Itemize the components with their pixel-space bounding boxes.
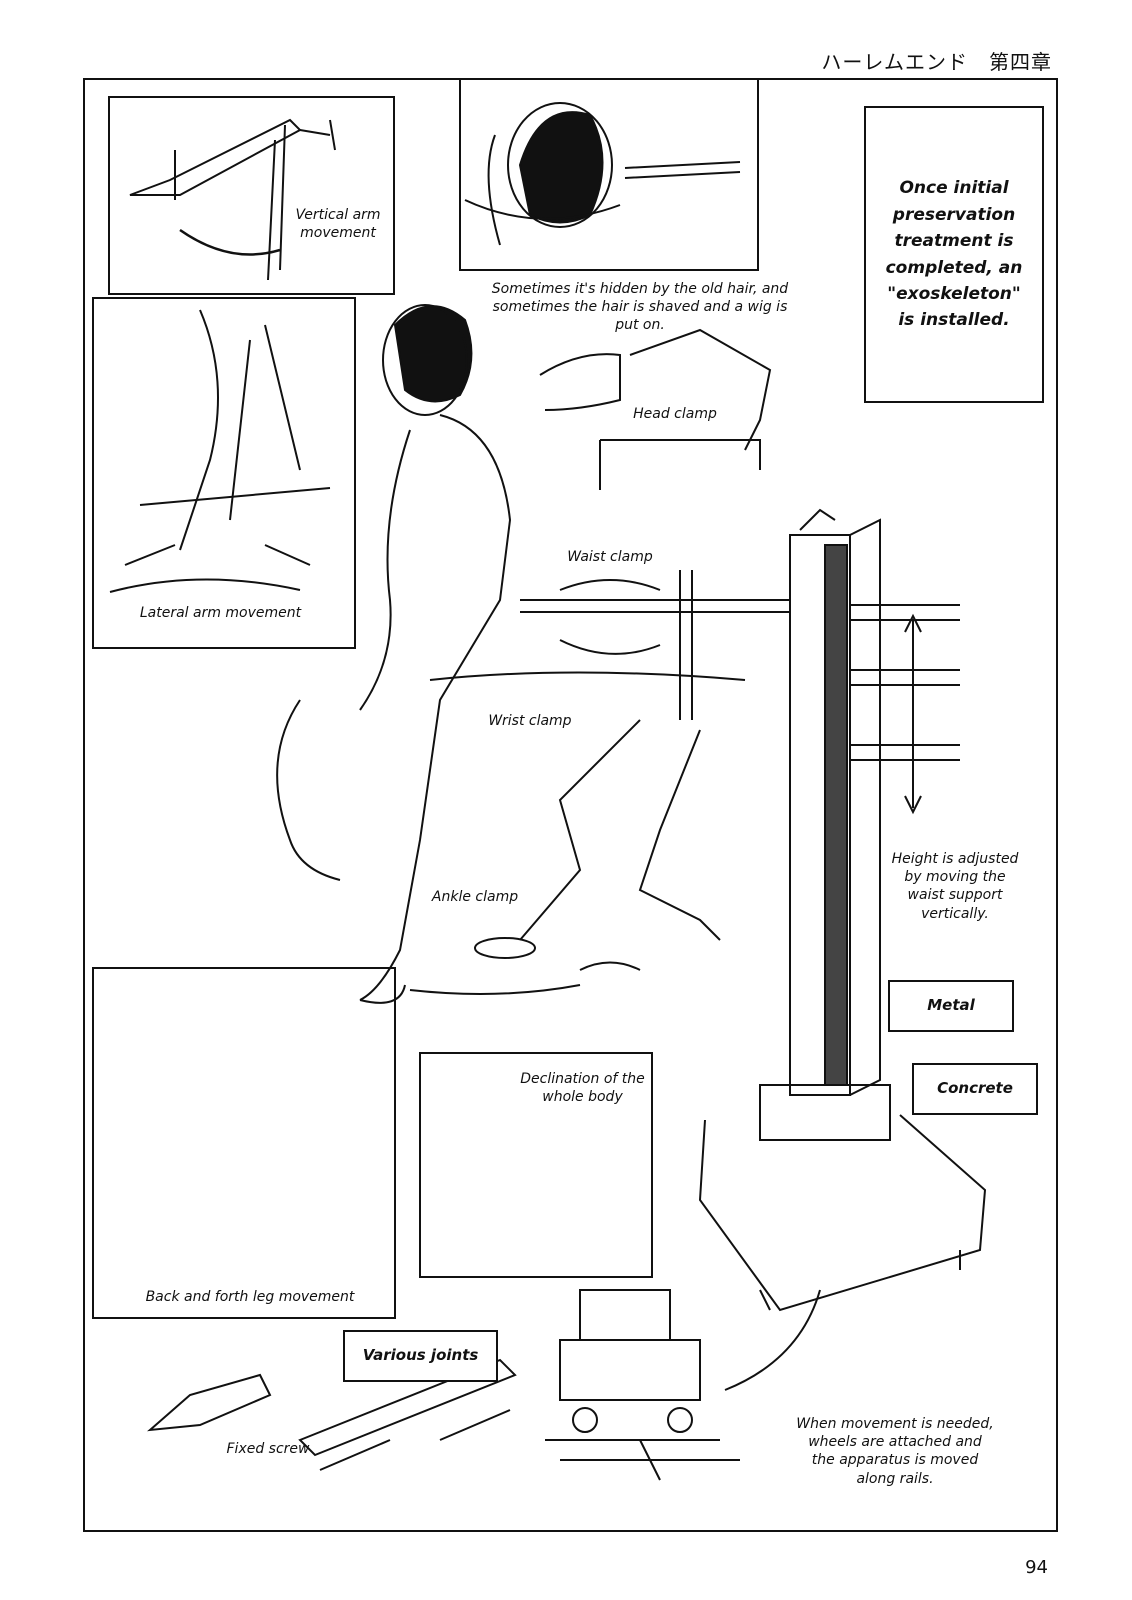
wheels-note-label: When movement is needed, wheels are atta… — [796, 1416, 994, 1487]
panel-leg — [92, 967, 396, 1319]
ankle-clamp-label: Ankle clamp — [431, 889, 519, 905]
running-header: ハーレムエンド 第四章 — [821, 50, 1052, 74]
callout-box: Once initial preservation treatment is c… — [864, 106, 1044, 403]
metal-box: Metal — [888, 980, 1014, 1032]
height-note-label: Height is adjusted by moving the waist s… — [891, 851, 1019, 922]
hair-note-label: Sometimes it's hidden by the old hair, a… — [491, 281, 789, 334]
panel-vertical-arm — [108, 96, 395, 295]
callout-text: Once initial preservation treatment is c… — [885, 178, 1023, 331]
waist-clamp-label: Waist clamp — [567, 549, 653, 565]
head-clamp-label: Head clamp — [633, 406, 717, 422]
page-number: 94 — [1025, 1557, 1048, 1578]
panel-head — [459, 78, 759, 271]
vertical-arm-label: Vertical arm movement — [295, 207, 381, 242]
metal-label: Metal — [927, 996, 975, 1015]
fixed-screw-label: Fixed screw — [226, 1441, 310, 1457]
leg-movement-label: Back and forth leg movement — [145, 1289, 355, 1305]
various-joints-label: Various joints — [362, 1346, 479, 1365]
declination-label: Declination of the whole body — [520, 1071, 645, 1106]
wrist-clamp-label: Wrist clamp — [488, 713, 572, 729]
panel-declination — [419, 1052, 653, 1278]
concrete-label: Concrete — [937, 1079, 1013, 1098]
concrete-box: Concrete — [912, 1063, 1038, 1115]
various-joints-box: Various joints — [343, 1330, 498, 1382]
panel-lateral-arm — [92, 297, 356, 649]
lateral-arm-label: Lateral arm movement — [139, 605, 302, 621]
